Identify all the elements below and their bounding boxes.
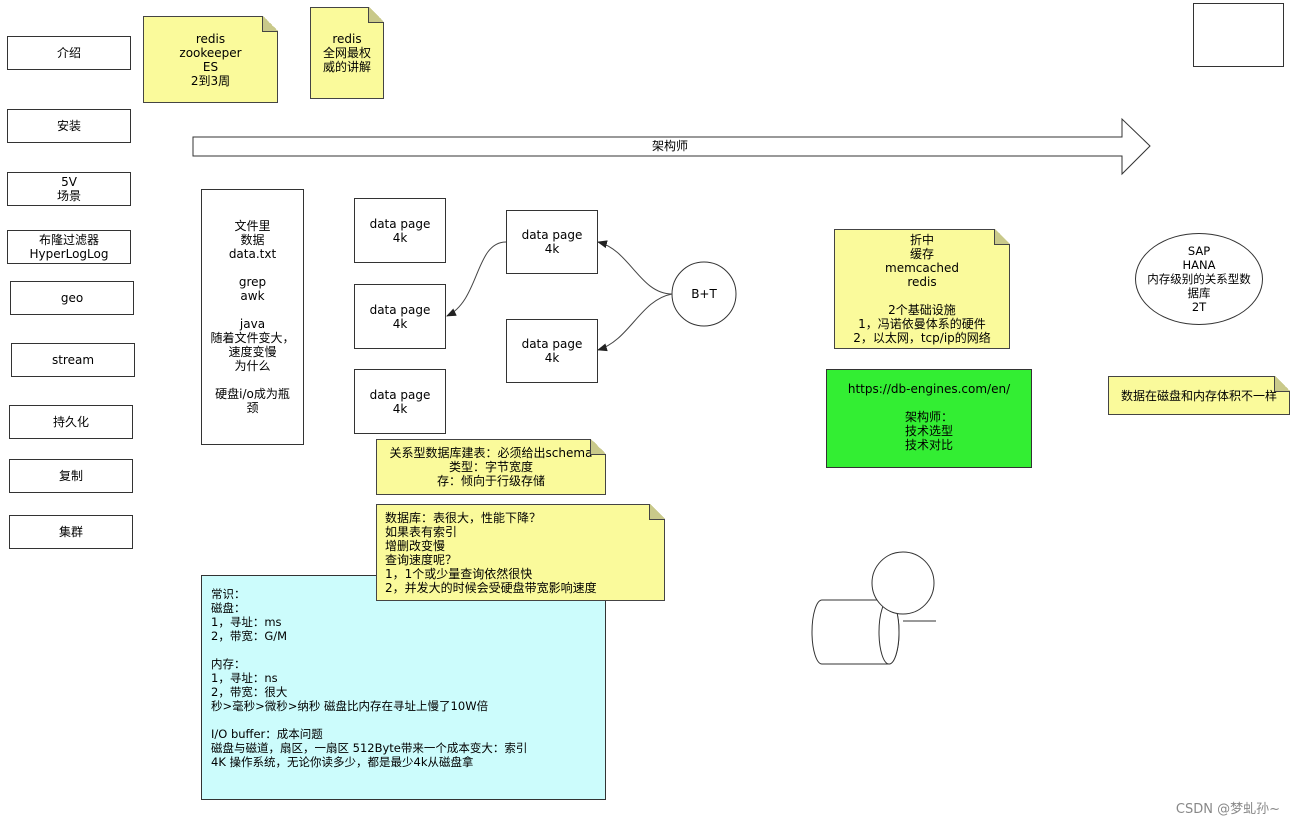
nav-item-bloom[interactable]: 布隆过滤器 HyperLogLog [7,230,131,264]
file-data-box: 文件里 数据 data.txt grep awk java 随着文件变大， 速度… [201,189,304,445]
note-schema-text: 关系型数据库建表：必须给出schema 类型：字节宽度 存：倾向于行级存储 [389,446,593,488]
nav-item-persistence[interactable]: 持久化 [9,405,133,439]
empty-box [1193,3,1284,67]
connector-page-to-page [446,241,507,317]
watermark: CSDN @梦虬孙~ [1175,802,1280,817]
note-fold-icon [262,16,278,32]
knowledge-box: 常识： 磁盘： 1，寻址：ms 2，带宽：G/M 内存： 1，寻址：ns 2，带… [201,575,606,800]
nav-item-intro[interactable]: 介绍 [7,36,131,70]
note-fold-icon [590,439,606,455]
note-schema: 关系型数据库建表：必须给出schema 类型：字节宽度 存：倾向于行级存储 [376,439,606,495]
data-page-left-2: data page 4k [354,284,446,349]
nav-item-replication[interactable]: 复制 [9,459,133,493]
note-tradeoff: 折中 缓存 memcached redis 2个基础设施 1，冯诺依曼体系的硬件… [834,229,1010,349]
db-engines-box: https://db-engines.com/en/ 架构师： 技术选型 技术对… [826,369,1032,468]
sap-hana-ellipse: SAP HANA 内存级别的关系型数 据库 2T [1135,233,1263,325]
note-fold-icon [649,504,665,520]
note-redis-topics: redis zookeeper ES 2到3周 [143,16,278,103]
data-page-left-3: data page 4k [354,369,446,434]
note-redis-topics-text: redis zookeeper ES 2到3周 [179,31,242,88]
nav-item-5v[interactable]: 5V 场景 [7,172,131,206]
note-fold-icon [1274,376,1290,392]
note-tradeoff-text: 折中 缓存 memcached redis 2个基础设施 1，冯诺依曼体系的硬件… [853,233,991,345]
nav-item-geo[interactable]: geo [10,281,134,315]
architect-arrow [192,117,1151,176]
disk-cylinder-icon [811,551,936,665]
data-page-right-1: data page 4k [506,210,598,274]
connector-btree-to-page-bottom [597,293,673,352]
note-redis-auth: redis 全网最权 威的讲解 [310,7,384,99]
data-page-right-2: data page 4k [506,319,598,383]
architect-arrow-label: 架构师 [651,139,688,153]
note-disk-mem-size-text: 数据在磁盘和内存体积不一样 [1120,388,1277,403]
note-db-perf-text: 数据库：表很大，性能下降？ 如果表有索引 增删改变慢 查询速度呢？ 1，1个或少… [385,511,597,595]
data-page-left-1: data page 4k [354,198,446,263]
nav-item-stream[interactable]: stream [11,343,135,377]
nav-item-cluster[interactable]: 集群 [9,515,133,549]
nav-item-install[interactable]: 安装 [7,109,131,143]
btree-label: B+T [691,287,717,301]
note-disk-mem-size: 数据在磁盘和内存体积不一样 [1108,376,1290,415]
note-fold-icon [994,229,1010,245]
connector-btree-to-page-top [597,240,673,295]
note-fold-icon [368,7,384,23]
note-redis-auth-text: redis 全网最权 威的讲解 [322,32,371,74]
note-db-perf: 数据库：表很大，性能下降？ 如果表有索引 增删改变慢 查询速度呢？ 1，1个或少… [376,504,665,601]
